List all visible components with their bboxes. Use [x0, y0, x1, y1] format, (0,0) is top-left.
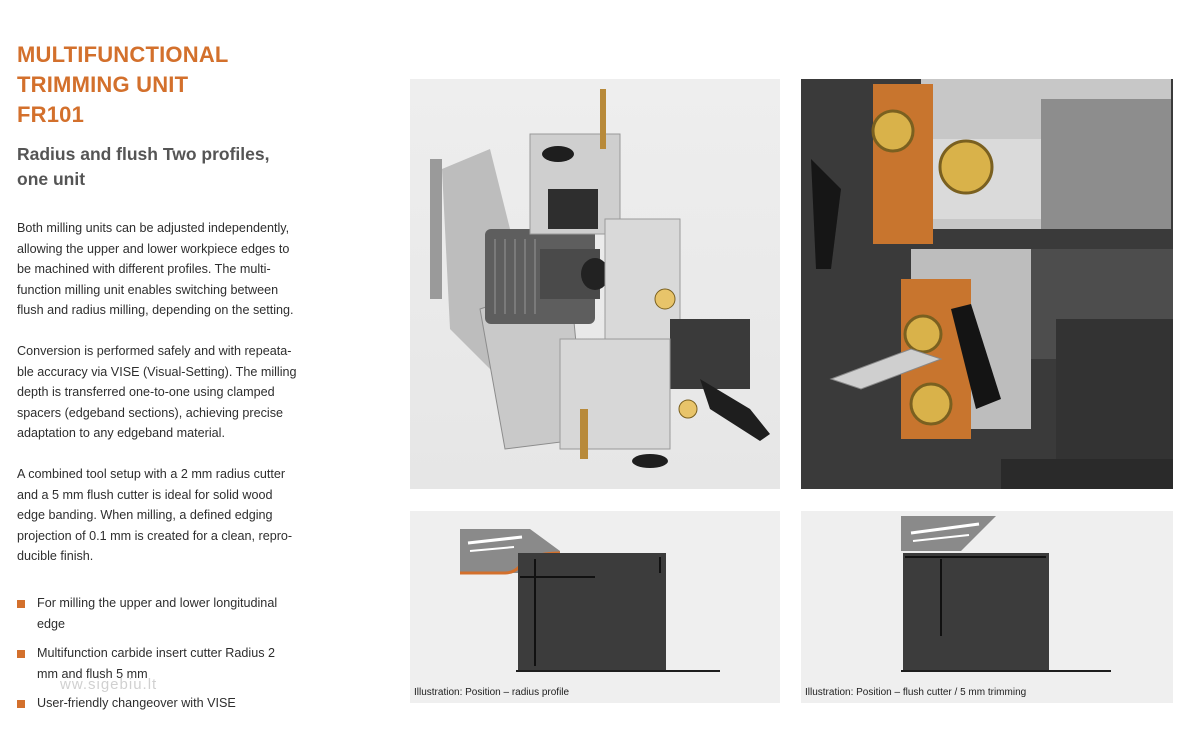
bullet-square-icon: [17, 649, 25, 658]
caption-flush: Illustration: Position – flush cutter / …: [805, 687, 1027, 698]
p3-line: projection of 0.1 mm is created for a cl…: [17, 528, 293, 543]
p1-line: function milling unit enables switching …: [17, 282, 279, 297]
list-item: User-friendly changeover with VISE: [17, 693, 317, 714]
p1-line: be machined with different profiles. The…: [17, 262, 271, 277]
product-photo-closeup: [801, 79, 1173, 489]
subtitle-line-1: Radius and flush Two profiles,: [17, 144, 270, 164]
text-column: MULTIFUNCTIONAL TRIMMING UNIT FR101 Radi…: [17, 40, 317, 722]
subtitle: Radius and flush Two profiles, one unit: [17, 142, 317, 192]
title-line-2: TRIMMING UNIT: [17, 72, 189, 97]
bullet-square-icon: [17, 599, 25, 608]
p2-line: Conversion is performed safely and with …: [17, 343, 292, 358]
paragraph-independent-adjustment: Both milling units can be adjusted indep…: [17, 218, 317, 321]
product-photo-overview: [410, 79, 780, 489]
illustration-flush-cutter: Illustration: Position – flush cutter / …: [801, 511, 1173, 703]
bullet-text: Multifunction carbide insert cutter Radi…: [37, 645, 275, 660]
list-item: For milling the upper and lower longitud…: [17, 593, 317, 635]
paragraph-conversion: Conversion is performed safely and with …: [17, 341, 317, 444]
p2-line: ble accuracy via VISE (Visual-Setting). …: [17, 364, 297, 379]
p1-line: Both milling units can be adjusted indep…: [17, 221, 290, 235]
p3-line: edge banding. When milling, a defined ed…: [17, 508, 273, 523]
paragraph-tool-setup: A combined tool setup with a 2 mm radius…: [17, 464, 317, 567]
watermark: ww.sigebiu.lt: [60, 676, 158, 693]
subtitle-line-2: one unit: [17, 169, 86, 189]
flush-cutter-diagram: [901, 516, 1111, 672]
feature-list: For milling the upper and lower longitud…: [17, 593, 317, 714]
closeup-illustration: [801, 79, 1173, 489]
p1-line: flush and radius milling, depending on t…: [17, 303, 294, 318]
bullet-text: User-friendly changeover with VISE: [37, 695, 236, 710]
p2-line: spacers (edgeband sections), achieving p…: [17, 405, 284, 420]
p3-line: A combined tool setup with a 2 mm radius…: [17, 466, 286, 481]
caption-radius: Illustration: Position – radius profile: [414, 687, 570, 698]
p1-line: allowing the upper and lower workpiece e…: [17, 241, 290, 256]
p3-line: and a 5 mm flush cutter is ideal for sol…: [17, 487, 273, 502]
radius-profile-diagram: [460, 529, 720, 672]
bullet-text: edge: [37, 616, 66, 631]
bullet-text: mm and flush 5 mm: [37, 666, 148, 681]
illustration-radius-profile: Illustration: Position – radius profile: [410, 511, 780, 703]
list-item: Multifunction carbide insert cutter Radi…: [17, 643, 317, 685]
page-title: MULTIFUNCTIONAL TRIMMING UNIT FR101: [17, 40, 317, 130]
p2-line: adaptation to any edgeband material.: [17, 426, 225, 441]
bullet-text: For milling the upper and lower longitud…: [37, 595, 278, 610]
title-line-3: FR101: [17, 102, 85, 127]
p2-line: depth is transferred one-to-one using cl…: [17, 385, 275, 400]
title-line-1: MULTIFUNCTIONAL: [17, 42, 229, 67]
trimming-unit-illustration: [430, 89, 770, 468]
bullet-square-icon: [17, 699, 25, 708]
p3-line: ducible finish.: [17, 549, 94, 564]
